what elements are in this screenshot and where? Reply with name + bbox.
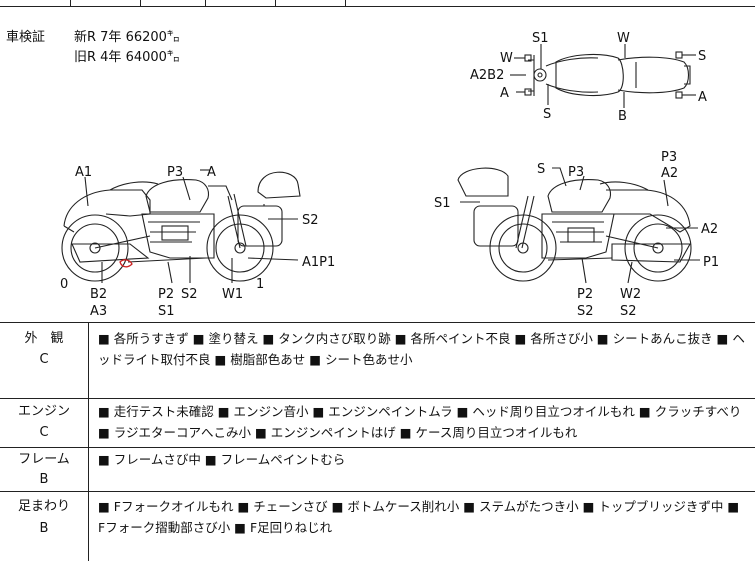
diagram-label: 0 [60, 277, 68, 292]
diagram-label: P1 [703, 255, 719, 270]
diagram-label: S2 [181, 287, 198, 302]
table-rule [0, 398, 755, 399]
header-divider [70, 0, 71, 6]
diagram-label: W2 [620, 287, 641, 302]
damage-mark [119, 259, 133, 268]
inspection-old: 旧R 4年 64000㌔ [74, 50, 180, 65]
section-grade: C [39, 425, 49, 440]
diagram-label: S2 [577, 304, 594, 319]
diagram-label: A [207, 165, 216, 180]
section-name: 足まわり [17, 499, 70, 514]
section-grade: C [39, 352, 49, 367]
diagram-label: P3 [661, 150, 677, 165]
diagram-label: W [617, 31, 630, 46]
diagram-label: A2 [701, 222, 718, 237]
section-notes: ■ 各所うすきず ■ 塗り替え ■ タンク内さび取り跡 ■ 各所ペイント不良 ■… [98, 331, 745, 367]
diagram-label: A1 [75, 165, 92, 180]
diagram-label: S1 [158, 304, 175, 319]
diagram-label: S1 [434, 196, 451, 211]
diagram-label: S2 [302, 213, 319, 228]
diagram-label: B2 [90, 287, 107, 302]
diagram-label: W [500, 51, 513, 66]
header-divider [205, 0, 206, 6]
top-view-diagram [510, 44, 696, 108]
diagram-label: S [537, 162, 545, 177]
header-divider [140, 0, 141, 6]
diagram-label: B [618, 109, 627, 124]
section-grade: B [39, 472, 49, 487]
diagram-label: P3 [568, 165, 584, 180]
diagram-label: A1P1 [302, 255, 335, 270]
right-side-diagram [457, 167, 700, 284]
diagram-label: S [698, 49, 706, 64]
table-col-divider [88, 322, 89, 561]
diagram-label: 1 [256, 277, 264, 292]
table-rule [0, 447, 755, 448]
section-name: フレーム [18, 452, 70, 467]
bike-diagrams: S1 W W S A2B2 A A S B A1 P3 A S2 A1P1 0 … [60, 31, 719, 319]
left-side-diagram [61, 169, 301, 284]
header-divider [345, 0, 346, 6]
inspection-label: 車検証 [6, 30, 46, 45]
table-rule [0, 491, 755, 492]
table-rule [0, 322, 755, 323]
diagram-label: A2B2 [470, 68, 504, 83]
diagram-label: P2 [158, 287, 174, 302]
diagram-label: W1 [222, 287, 243, 302]
diagram-label: A3 [90, 304, 107, 319]
section-name: エンジン [17, 404, 70, 419]
diagram-label: P2 [577, 287, 593, 302]
diagram-label: A [500, 86, 509, 101]
section-name: 外 観 [24, 331, 64, 346]
section-notes: ■ 走行テスト未確認 ■ エンジン音小 ■ エンジンペイントムラ ■ ヘッド周り… [98, 404, 742, 440]
section-grade: B [39, 521, 49, 536]
inspection-new: 新R 7年 66200㌔ [74, 30, 180, 45]
header-divider [275, 0, 276, 6]
header-rule [0, 6, 755, 7]
diagram-label: S1 [532, 31, 549, 46]
diagram-label: S [543, 107, 551, 122]
section-notes: ■ フレームさび中 ■ フレームペイントむら [98, 452, 346, 467]
diagram-label: P3 [167, 165, 183, 180]
section-notes: ■ Fフォークオイルもれ ■ チェーンさび ■ ボトムケース削れ小 ■ ステムが… [98, 499, 740, 535]
diagram-label: S2 [620, 304, 637, 319]
diagram-label: A [698, 90, 707, 105]
diagram-label: A2 [661, 166, 678, 181]
